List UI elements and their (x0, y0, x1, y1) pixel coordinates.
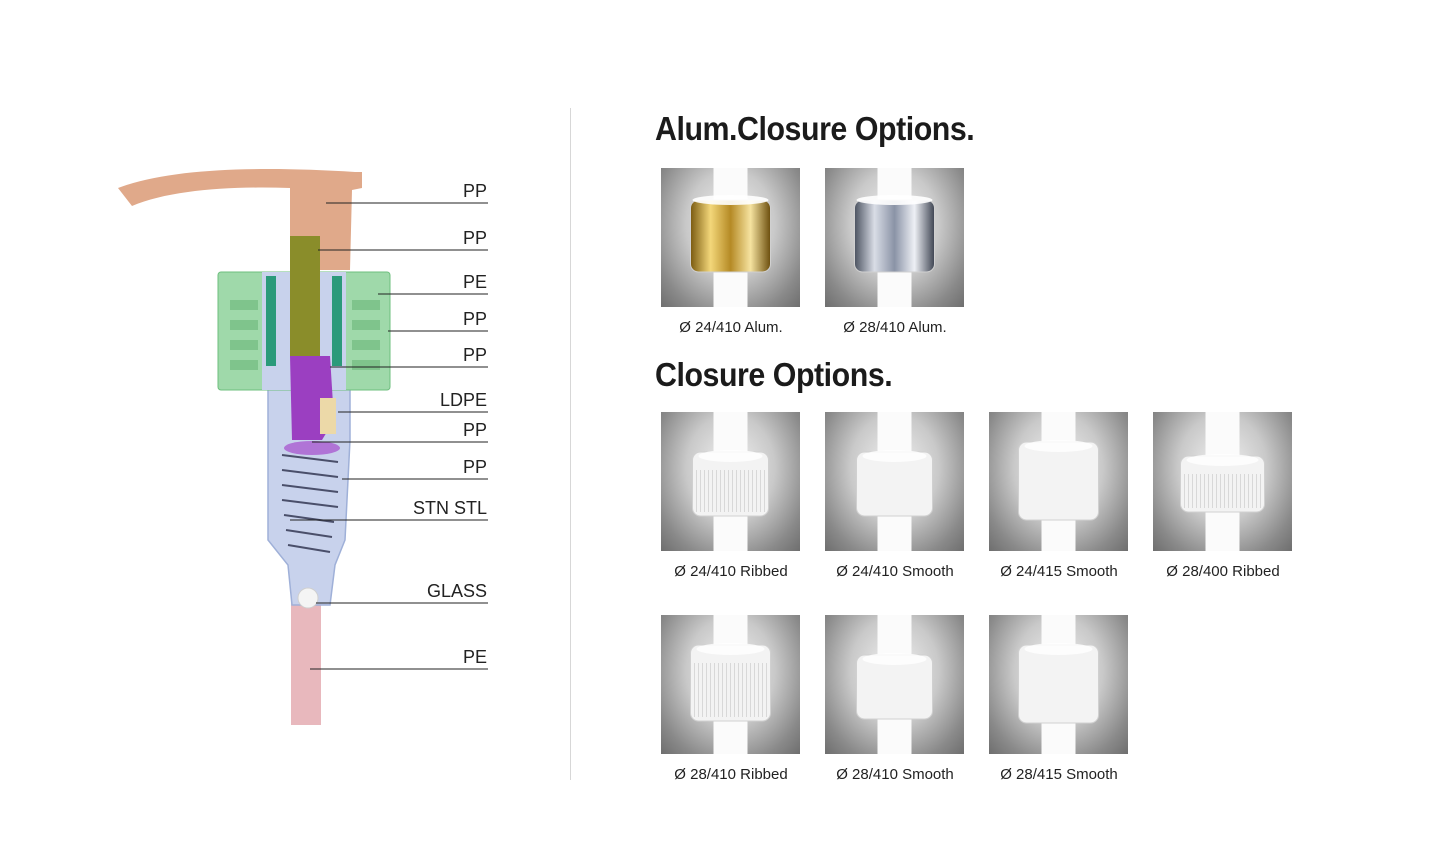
inner-ring (284, 441, 340, 455)
closure-caption: Ø 24/410 Ribbed (674, 563, 788, 580)
material-label: PE (463, 272, 487, 292)
closure-option-5[interactable]: Ø 28/410 Smooth (825, 615, 965, 783)
material-label: PP (463, 345, 487, 365)
collar-right (332, 276, 342, 366)
closure-option-4[interactable]: Ø 28/410 Ribbed (661, 615, 801, 783)
closure-option-3[interactable]: Ø 28/400 Ribbed (1153, 412, 1293, 580)
stem-part (290, 236, 320, 356)
alum-option-1[interactable]: Ø 28/410 Alum. (825, 168, 965, 336)
closure-thumbnail[interactable] (989, 412, 1128, 551)
closure-caption: Ø 24/410 Alum. (679, 319, 783, 336)
alum-section-title: Alum.Closure Options. (655, 110, 975, 147)
material-label: PP (463, 181, 487, 201)
closure-thumbnail[interactable] (661, 615, 800, 754)
alum-option-0[interactable]: Ø 24/410 Alum. (661, 168, 801, 336)
closure-option-2[interactable]: Ø 24/415 Smooth (989, 412, 1129, 580)
material-label: PP (463, 420, 487, 440)
closure-section-title: Closure Options. (655, 356, 893, 393)
material-labels: PP PP PE PP PP LDPE PP PP STN STL GLASS PE (290, 181, 488, 670)
closure-threads (230, 300, 380, 370)
closure-caption: Ø 24/415 Smooth (1000, 563, 1118, 580)
closure-thumbnail[interactable] (825, 412, 964, 551)
closure-option-1[interactable]: Ø 24/410 Smooth (825, 412, 965, 580)
closure-caption: Ø 28/410 Alum. (843, 319, 947, 336)
material-label: PP (463, 228, 487, 248)
material-label: PP (463, 457, 487, 477)
closure-caption: Ø 24/410 Smooth (836, 563, 954, 580)
closure-thumbnail[interactable] (825, 615, 964, 754)
pump-cross-section-diagram: PP PP PE PP PP LDPE PP PP STN STL GLASS PE (118, 169, 488, 725)
dip-tube-part (291, 600, 321, 725)
closure-thumbnail[interactable] (661, 168, 800, 307)
spring-part (281, 454, 339, 553)
closure-thumbnail[interactable] (661, 412, 800, 551)
closure-caption: Ø 28/415 Smooth (1000, 766, 1118, 783)
vertical-divider (570, 108, 571, 780)
seal-part (320, 398, 336, 434)
material-label: PP (463, 309, 487, 329)
glass-ball-part (297, 587, 319, 609)
material-label: STN STL (413, 498, 487, 518)
actuator-part (118, 169, 362, 270)
closure-option-6[interactable]: Ø 28/415 Smooth (989, 615, 1129, 783)
closure-thumbnail[interactable] (1153, 412, 1292, 551)
closure-option-0[interactable]: Ø 24/410 Ribbed (661, 412, 801, 580)
closure-caption: Ø 28/410 Smooth (836, 766, 954, 783)
material-label: GLASS (427, 581, 487, 601)
material-label: PE (463, 647, 487, 667)
closure-caption: Ø 28/400 Ribbed (1166, 563, 1280, 580)
material-label: LDPE (440, 390, 487, 410)
closure-thumbnail[interactable] (989, 615, 1128, 754)
closure-thumbnail[interactable] (825, 168, 964, 307)
closure-caption: Ø 28/410 Ribbed (674, 766, 788, 783)
collar-left (266, 276, 276, 366)
